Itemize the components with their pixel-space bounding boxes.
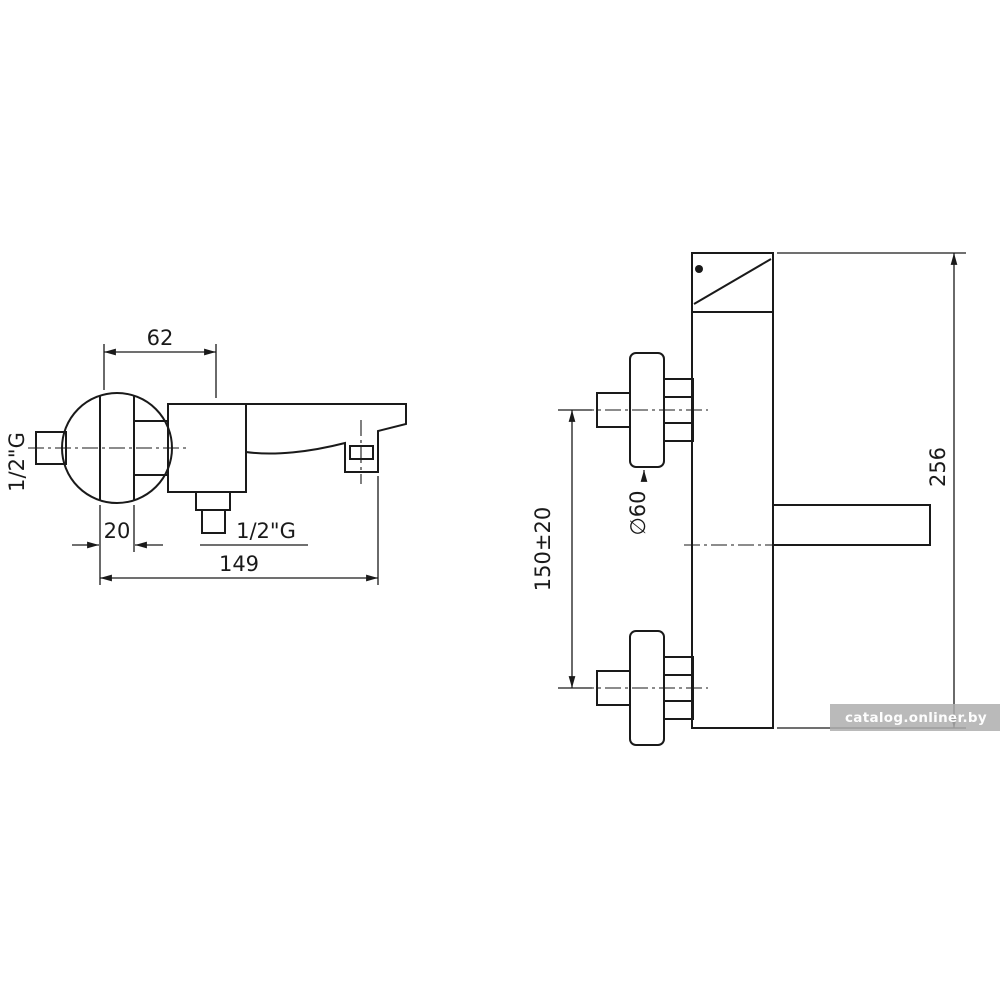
mixer-body-side [167, 403, 247, 493]
handle-lever-line [693, 258, 772, 305]
side-view-centerlines [28, 420, 362, 484]
dim-149-label: 149 [219, 552, 259, 576]
dim-256-label: 256 [926, 447, 950, 487]
handle-pivot-dot [695, 265, 703, 273]
front-view-dimensions: 150±20 ∅60 256 [531, 252, 966, 729]
shower-outlet-nipple [201, 509, 226, 534]
outlet-thread-label: 1/2"G [236, 519, 296, 543]
spout-front [772, 504, 931, 546]
shower-outlet-collar [195, 491, 231, 511]
watermark: catalog.onliner.by [829, 704, 1000, 731]
side-view: 62 20 149 1/2"G 1/2"G [5, 326, 407, 585]
dim-150-label: 150±20 [531, 507, 555, 591]
dim-20-label: 20 [104, 519, 131, 543]
side-view-part [35, 392, 407, 534]
inlet-thread-label: 1/2"G [5, 432, 29, 492]
front-view-centerlines [578, 409, 790, 689]
mixer-body-front [691, 311, 774, 729]
dim-62-label: 62 [147, 326, 174, 350]
side-view-dimensions: 62 20 149 1/2"G 1/2"G [5, 326, 379, 585]
spout-side [245, 403, 407, 473]
front-view: 150±20 ∅60 256 [531, 252, 966, 746]
dim-diameter-label: ∅60 [626, 490, 650, 535]
